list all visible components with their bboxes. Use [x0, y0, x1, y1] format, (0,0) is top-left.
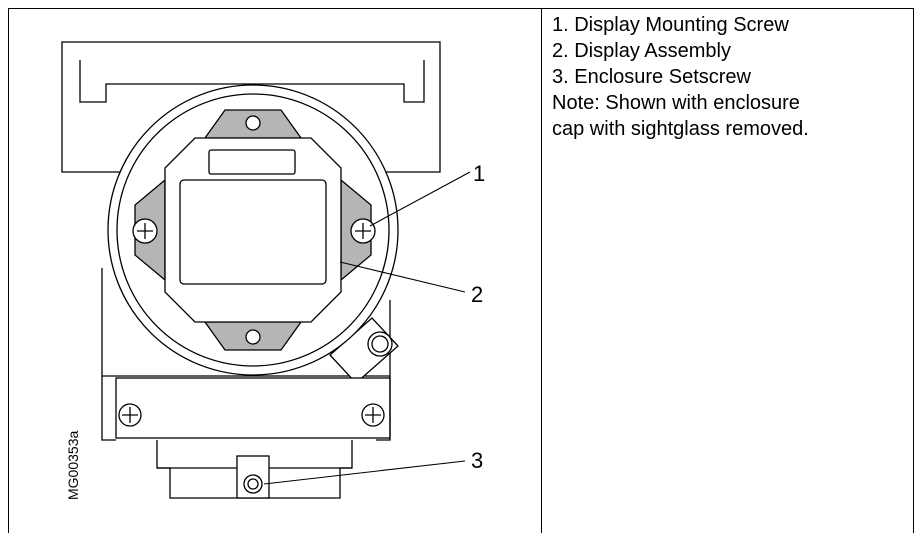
display-label-slot	[208, 149, 296, 175]
frame-top-border	[8, 8, 914, 9]
legend-item-enclosure-setscrew: 3. Enclosure Setscrew	[552, 66, 751, 88]
frame-left-border	[8, 8, 9, 533]
figure-id: MG00353a	[65, 431, 81, 500]
terminal-screw-left	[118, 403, 142, 427]
legend-item-display-mounting-screw: 1. Display Mounting Screw	[552, 14, 789, 36]
top-mounting-hole	[245, 115, 261, 131]
display-mounting-screw-left	[132, 218, 158, 244]
conduit-plug	[329, 317, 399, 384]
legend-item-display-assembly: 2. Display Assembly	[552, 40, 731, 62]
callout-2: 2	[471, 282, 483, 307]
frame-right-border	[913, 8, 914, 533]
legend-note-line-1: Note: Shown with enclosure	[552, 92, 800, 114]
callout-1: 1	[473, 161, 485, 186]
leader-line-1	[369, 171, 471, 227]
terminal-plate	[115, 377, 391, 439]
transmitter-diagram: 1 2 3 MG00353a	[61, 41, 485, 500]
housing-ring-inner	[116, 93, 390, 367]
terminal-screw-right	[361, 403, 385, 427]
display-window	[179, 179, 327, 285]
leader-line-2	[339, 261, 466, 293]
legend-note-line-2: cap with sightglass removed.	[552, 118, 809, 140]
bottom-mounting-hole	[245, 329, 261, 345]
callout-3: 3	[471, 448, 483, 473]
leader-line-3	[263, 460, 466, 485]
display-mounting-screw-right	[350, 218, 376, 244]
frame-divider	[541, 8, 542, 533]
top-bracket-inner	[79, 60, 425, 103]
legend-panel: 1. Display Mounting Screw 2. Display Ass…	[552, 12, 914, 142]
